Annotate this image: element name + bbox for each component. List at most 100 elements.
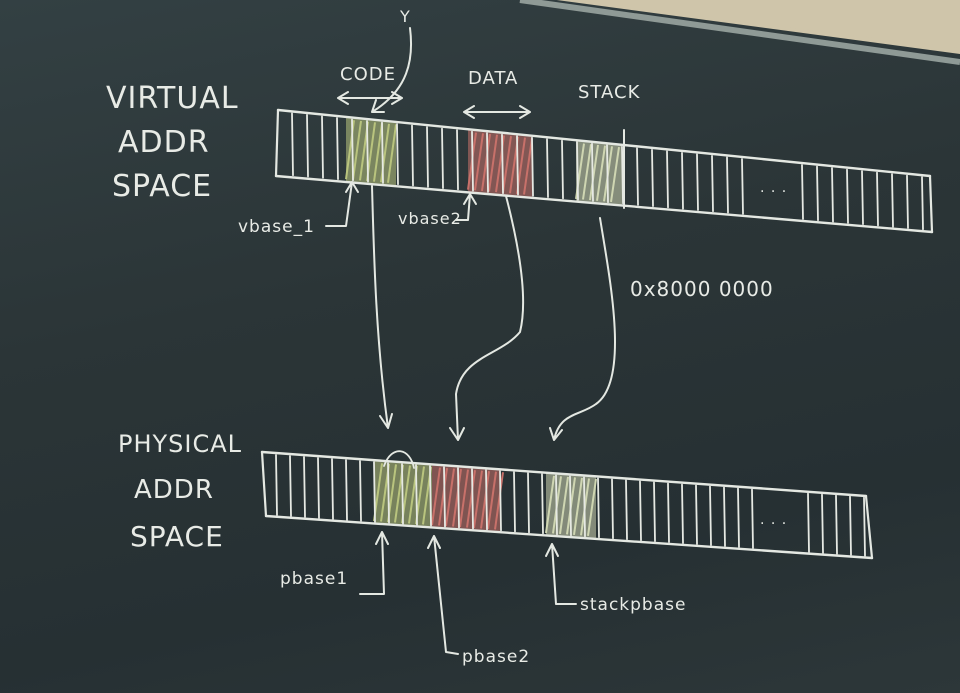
- physical-slot-divider: [513, 471, 516, 533]
- virtual-data-segment-hatch: [502, 136, 512, 193]
- code-overlap-loop: [383, 450, 415, 469]
- physical-stack-segment-hatch: [545, 475, 555, 534]
- virtual-slot-divider: [816, 165, 819, 222]
- physical-slot-divider: [485, 469, 488, 531]
- physical-slot-divider: [597, 477, 600, 539]
- physical-slot-divider: [863, 496, 866, 557]
- physical-slot-divider: [303, 456, 306, 518]
- physical-bar-left-edge: [260, 450, 268, 518]
- y-marker-label: Y: [399, 7, 411, 26]
- physical-data-segment-hatch: [466, 470, 476, 528]
- y-marker-arrow: [371, 27, 413, 113]
- virtual-slot-divider: [531, 136, 534, 197]
- physical-slot-divider: [681, 483, 684, 545]
- physical-slot-divider: [401, 463, 404, 525]
- physical-data-segment-hatch: [459, 469, 469, 528]
- virtual-title-line3: SPACE: [112, 169, 212, 204]
- physical-title-line1: PHYSICAL: [118, 430, 242, 458]
- physical-slot-divider: [541, 473, 544, 535]
- physical-data-segment-hatch: [487, 471, 497, 530]
- physical-slot-divider: [275, 454, 278, 516]
- physical-data-segment-hatch: [480, 471, 490, 529]
- data-mapping-arrow: [449, 195, 525, 441]
- virtual-slot-divider: [861, 170, 864, 226]
- stack-mapping-arrow: [549, 217, 616, 441]
- virtual-slot-divider: [471, 130, 474, 192]
- physical-slot-divider: [443, 466, 446, 528]
- physical-address-space-title: PHYSICAL ADDR SPACE: [118, 430, 242, 553]
- pbase2-label: pbase2: [462, 647, 530, 667]
- virtual-title-line1: VIRTUAL: [106, 81, 239, 116]
- physical-slot-divider: [835, 494, 838, 555]
- physical-slot-divider: [625, 479, 628, 541]
- virtual-data-segment-hatch: [488, 134, 498, 192]
- physical-slot-divider: [359, 460, 362, 522]
- data-extent-arrow: [463, 105, 531, 119]
- virtual-slot-divider: [426, 126, 429, 188]
- virtual-bar-top-edge: [276, 108, 932, 178]
- stackpbase-pointer: [545, 543, 577, 605]
- physical-data-segment-hatch: [452, 469, 462, 527]
- virtual-slot-divider: [696, 153, 699, 211]
- physical-slot-divider: [611, 478, 614, 540]
- virtual-slot-divider: [891, 173, 894, 228]
- vbase1-label: vbase_1: [238, 217, 315, 237]
- pbase2-pointer: [427, 535, 459, 655]
- virtual-slot-divider: [726, 156, 729, 214]
- virtual-slot-divider: [846, 168, 849, 224]
- virtual-slot-divider: [651, 148, 654, 208]
- code-extent-arrow: [337, 91, 403, 105]
- virtual-bar-right-edge: [928, 174, 934, 234]
- stack-segment-label: STACK: [578, 82, 641, 103]
- virtual-slot-divider: [576, 141, 579, 201]
- pbase1-label: pbase1: [280, 569, 348, 589]
- virtual-bar-ellipsis: · · ·: [760, 184, 787, 200]
- physical-slot-divider: [373, 461, 376, 523]
- physical-bar-ellipsis: · · ·: [760, 516, 787, 532]
- code-mapping-arrow: [371, 185, 393, 429]
- virtual-stack-segment-hatch: [582, 144, 592, 200]
- virtual-address-bar: · · ·: [274, 108, 934, 234]
- virtual-slot-divider: [366, 120, 369, 183]
- virtual-code-segment-hatch: [387, 124, 397, 183]
- physical-stack-segment-hatch: [587, 478, 597, 537]
- vbase2-label: vbase2: [398, 209, 462, 228]
- virtual-slot-divider: [411, 124, 414, 187]
- virtual-address-space-title: VIRTUAL ADDR SPACE: [106, 81, 239, 204]
- physical-slot-divider: [737, 487, 740, 548]
- physical-slot-divider: [317, 457, 320, 519]
- virtual-slot-divider: [501, 133, 504, 195]
- physical-slot-divider: [555, 474, 558, 536]
- physical-data-segment-hatch: [473, 470, 483, 529]
- virtual-slot-divider: [606, 144, 609, 204]
- virtual-slot-divider: [666, 150, 669, 209]
- virtual-slot-divider: [876, 171, 879, 227]
- virtual-slot-divider: [681, 151, 684, 210]
- virtual-slot-divider: [306, 114, 309, 178]
- vbase1-pointer: [325, 181, 359, 227]
- pbase1-pointer: [359, 531, 389, 595]
- physical-slot-divider: [807, 492, 810, 553]
- virtual-data-segment-hatch: [474, 133, 484, 191]
- physical-slot-divider: [695, 484, 698, 545]
- physical-slot-divider: [723, 486, 726, 547]
- physical-slot-divider: [709, 485, 712, 546]
- physical-data-segment-hatch: [431, 467, 441, 526]
- virtual-bar-bottom-edge: [274, 174, 934, 234]
- physical-stack-segment-hatch: [559, 476, 569, 535]
- physical-slot-divider: [639, 480, 642, 542]
- wall-corner: [560, 0, 960, 48]
- virtual-bar-left-edge: [274, 108, 280, 178]
- virtual-title-line2: ADDR: [118, 125, 210, 160]
- virtual-data-segment-hatch: [481, 133, 491, 192]
- physical-title-line2: ADDR: [134, 475, 214, 505]
- physical-slot-divider: [331, 458, 334, 520]
- physical-slot-divider: [527, 472, 530, 534]
- physical-slot-divider: [345, 459, 348, 521]
- virtual-slot-divider: [636, 147, 639, 206]
- virtual-slot-divider: [456, 129, 459, 191]
- virtual-slot-divider: [831, 167, 834, 223]
- physical-slot-divider: [569, 475, 572, 537]
